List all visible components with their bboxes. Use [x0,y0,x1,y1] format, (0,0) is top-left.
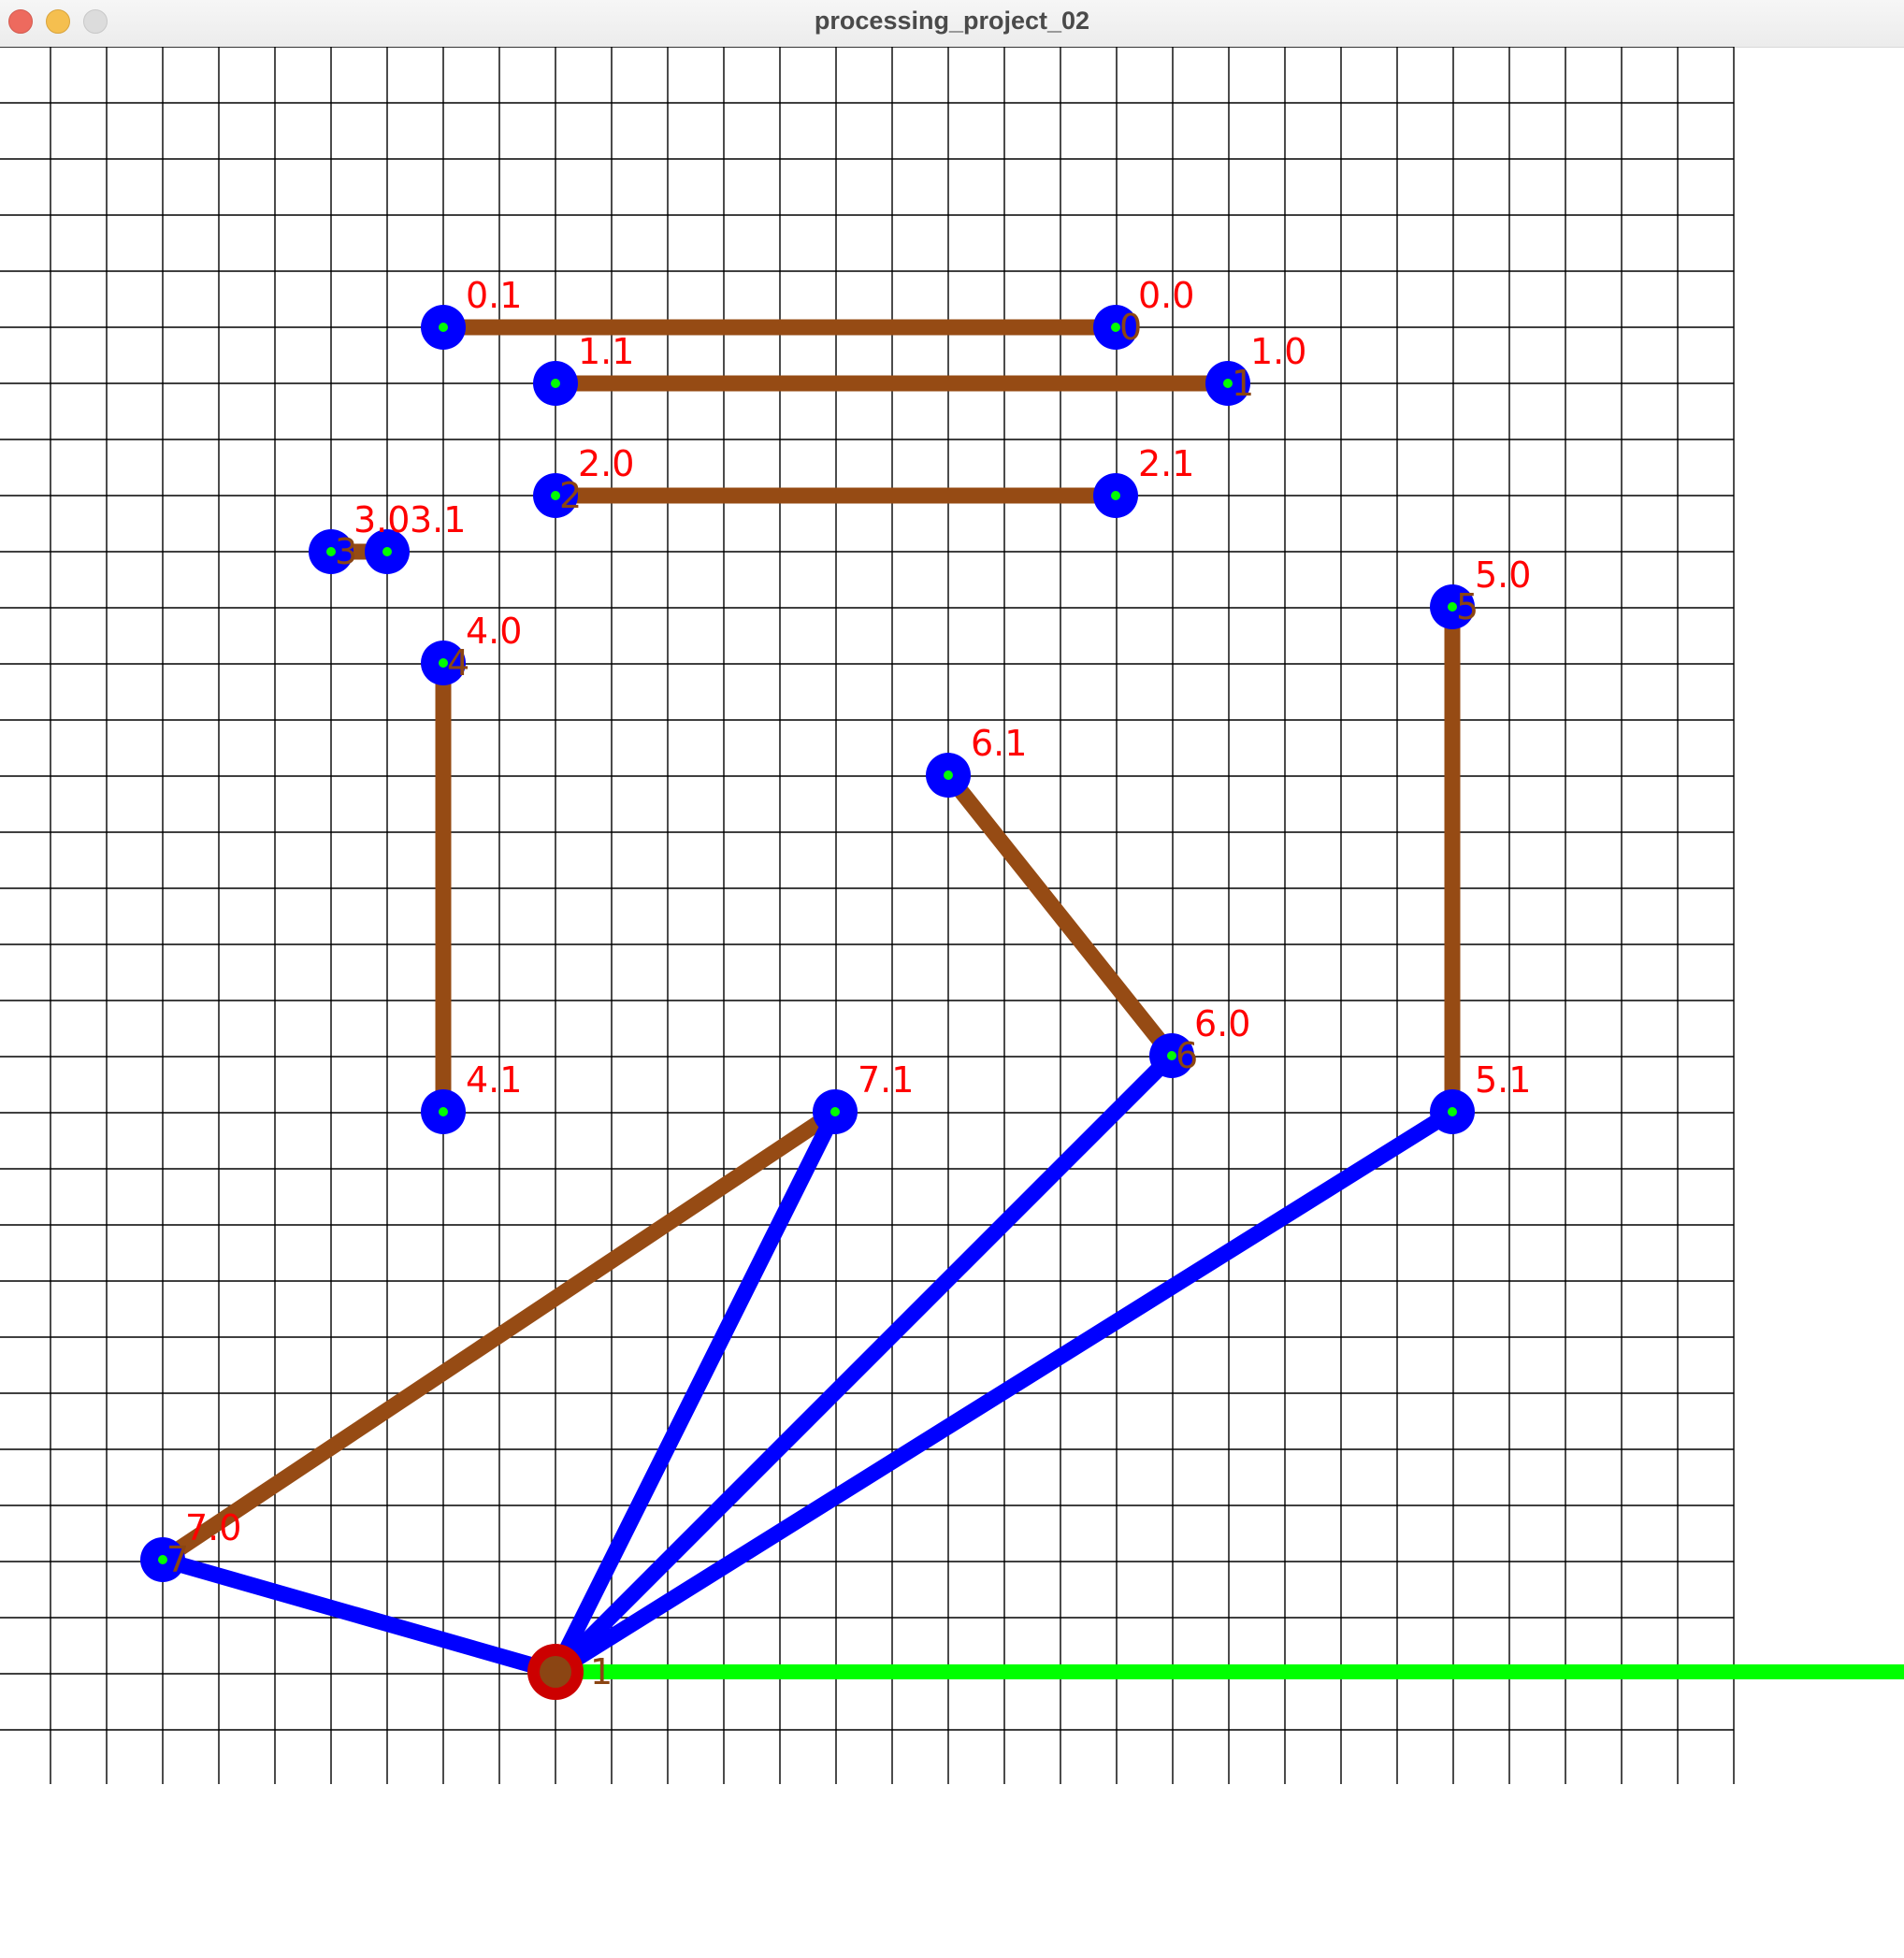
endpoint-node-center [551,379,560,388]
segment-index-label: 7 [166,1539,189,1580]
endpoint-label: 2.0 [578,443,634,484]
endpoint-label: 3.1 [410,499,466,540]
endpoint-node-center [1448,602,1457,612]
ray-line [547,1047,1180,1680]
light-source-core [540,1656,571,1688]
segment-index-label: 4 [447,642,469,684]
endpoint-label: 1.1 [578,331,634,372]
endpoint-node-center [1448,1107,1457,1116]
segment-index-label: 1 [1232,363,1254,404]
ray-line [547,1103,1461,1680]
endpoint-label: 5.1 [1475,1059,1531,1101]
segment-index-label: 0 [1119,307,1142,348]
endpoint-label: 4.0 [466,611,522,652]
endpoint-node-center [1111,323,1120,332]
nodes-layer [140,305,1475,1582]
rays-layer [154,1047,1904,1680]
minimize-window-button[interactable] [46,9,70,34]
endpoint-label: 6.0 [1194,1003,1250,1044]
endpoint-node-center [382,547,392,556]
endpoint-label: 7.1 [858,1059,914,1101]
segment-index-label: 2 [559,475,582,516]
endpoint-node-center [326,547,336,556]
endpoint-node-center [830,1107,840,1116]
endpoint-node-center [439,658,448,668]
endpoint-label: 5.0 [1475,554,1531,596]
endpoint-label: 1.0 [1250,331,1306,372]
light-source[interactable]: 1 [527,1644,613,1700]
zoom-window-button[interactable] [83,9,108,34]
endpoint-node-center [439,1107,448,1116]
grid [0,47,1735,1784]
ray-line [547,1103,844,1680]
window-title: processing_project_02 [814,7,1090,35]
endpoint-label: 3.0 [353,499,410,540]
endpoint-label: 6.1 [971,723,1027,764]
segment-index-label: 5 [1456,586,1478,627]
endpoint-label: 0.0 [1138,275,1194,316]
close-window-button[interactable] [8,9,33,34]
wall-segment-7 [158,1104,840,1567]
segment-index-label: 3 [335,531,357,572]
endpoint-label: 4.1 [466,1059,522,1101]
light-source-label: 1 [590,1651,613,1692]
endpoint-label: 0.1 [466,275,522,316]
endpoint-node-center [439,323,448,332]
endpoint-node-center [1111,491,1120,500]
segment-index-label: 6 [1176,1035,1198,1076]
endpoint-node-center [1167,1051,1176,1060]
endpoint-label: 2.1 [1138,443,1194,484]
window-titlebar: processing_project_02 [0,0,1904,48]
ray-line [154,1551,564,1680]
endpoint-node-center [1223,379,1233,388]
endpoint-node-center [944,770,953,780]
endpoint-node-center [158,1555,167,1564]
wall-segment-6 [942,770,1178,1061]
endpoint-node-center [551,491,560,500]
endpoint-label: 7.0 [185,1507,241,1548]
segments-layer [158,319,1461,1567]
